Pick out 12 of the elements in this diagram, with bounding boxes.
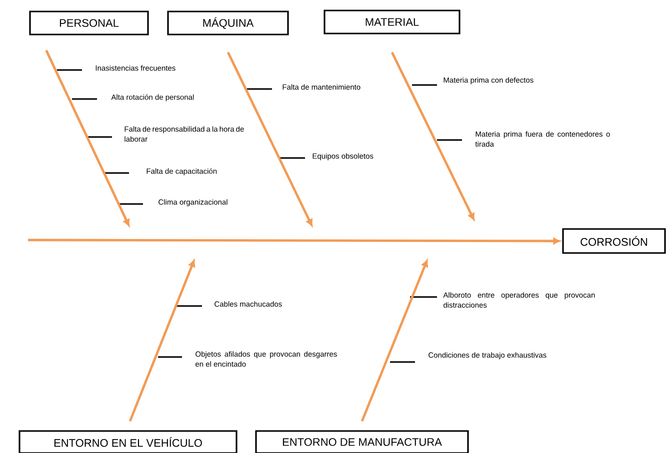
category-box: PERSONAL <box>29 10 149 36</box>
arrow <box>128 260 196 422</box>
category-box: ENTORNO DE MANUFACTURA <box>255 430 469 453</box>
arrow <box>28 238 560 244</box>
arrow <box>226 52 313 226</box>
category-box: MATERIAL <box>324 10 460 34</box>
category-box: ENTORNO EN EL VEHÍCULO <box>18 430 238 453</box>
category-box: CORROSIÓN <box>562 228 666 254</box>
arrow <box>390 52 475 220</box>
arrow <box>45 50 130 226</box>
arrow <box>360 260 428 422</box>
category-box: MÁQUINA <box>167 10 289 36</box>
